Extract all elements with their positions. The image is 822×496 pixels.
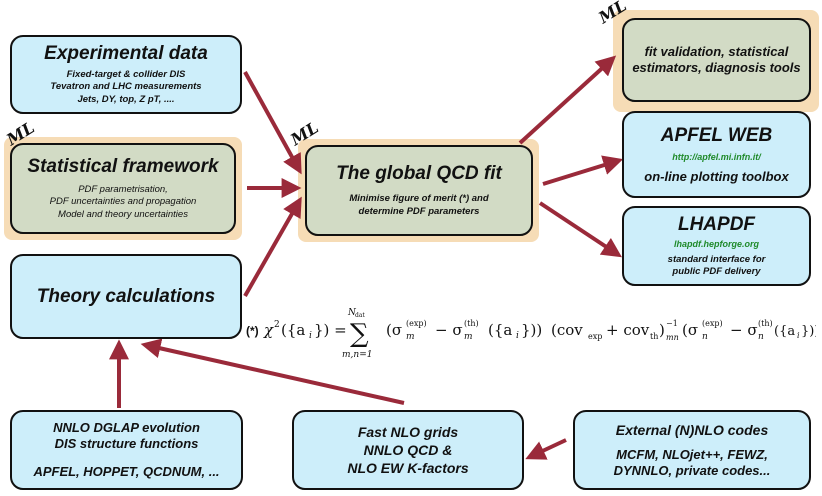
global-fit-line: determine PDF parameters <box>358 205 480 217</box>
formula-n2: n <box>758 332 764 342</box>
statistical-framework-box: Statistical framework PDF parametrisatio… <box>10 143 236 234</box>
lhapdf-title: LHAPDF <box>677 213 756 235</box>
theory-calculations-box: Theory calculations <box>10 254 242 339</box>
formula-m2: m <box>464 332 473 342</box>
arrow-exp-to-fit <box>243 71 302 175</box>
formula-star: (*) <box>246 324 259 338</box>
formula-chi: χ <box>263 321 274 339</box>
statistical-line: PDF uncertainties and propagation <box>49 196 197 208</box>
external-line: MCFM, NLOjet++, FEWZ, <box>616 447 768 462</box>
statistical-line: PDF parametrisation, <box>78 183 168 195</box>
formula-minus: − σ <box>435 321 463 339</box>
dglap-codes: APFEL, HOPPET, QCDNUM, ... <box>33 464 220 479</box>
global-fit-line: Minimise figure of merit (*) and <box>349 193 489 204</box>
formula-covexp: exp <box>588 332 602 341</box>
formula-args: ({a <box>488 321 512 339</box>
lhapdf-line: standard interface for <box>667 253 766 265</box>
arrow-external-to-fastnlo <box>525 438 567 460</box>
experimental-data-box: Experimental data Fixed-target & collide… <box>10 35 242 114</box>
experimental-line: Fixed-target & collider DIS <box>66 68 186 80</box>
formula-sq: 2 <box>274 320 280 330</box>
formula-close1: })) <box>521 321 542 339</box>
formula-close2: })) <box>801 324 816 339</box>
arrow-fit-to-validation <box>518 55 617 145</box>
formula-covth: th <box>650 332 658 341</box>
formula-i2: i <box>516 331 519 341</box>
formula-minus2: − σ <box>730 321 758 339</box>
fastnlo-line: NLO EW K-factors <box>347 460 469 476</box>
arrow-fit-to-lhapdf <box>538 201 623 258</box>
apfel-desc: on-line plotting toolbox <box>644 168 789 184</box>
formula-n: n <box>702 332 708 342</box>
validation-line: fit validation, statistical <box>644 44 789 59</box>
formula-lower: m,n=1 <box>342 350 372 359</box>
arrow-fit-to-apfel <box>542 155 624 186</box>
theory-title: Theory calculations <box>36 285 216 307</box>
formula-covclose: ) <box>659 321 665 339</box>
dglap-line: DIS structure functions <box>54 436 199 451</box>
formula-plus: + cov <box>606 321 650 339</box>
lhapdf-line: public PDF delivery <box>672 266 761 277</box>
formula-exp2: (exp) <box>702 319 723 328</box>
fastnlo-line: Fast NLO grids <box>357 424 459 440</box>
formula-sum: ∑ <box>350 319 369 349</box>
apfel-url: http://apfel.mi.infn.it/ <box>672 151 761 162</box>
formula-argclose: }) = <box>314 321 347 339</box>
formula-inv: −1 <box>666 319 678 328</box>
fit-validation-box: fit validation, statistical estimators, … <box>622 18 811 102</box>
fastnlo-line: NNLO QCD & <box>363 442 453 458</box>
formula-upper: N <box>347 308 357 318</box>
formula-th: (th) <box>464 319 479 328</box>
formula-t2: (σ <box>682 321 698 339</box>
arrow-fastnlo-to-theory <box>140 338 405 405</box>
validation-line: estimators, diagnosis tools <box>632 60 801 75</box>
experimental-line: Tevatron and LHC measurements <box>50 81 202 93</box>
formula-t1: (σ <box>386 321 402 339</box>
dglap-line: NNLO DGLAP evolution <box>53 420 200 435</box>
chi2-formula: (*) χ 2 ({a i }) = N dat ∑ m,n=1 (σ m (e… <box>246 308 816 359</box>
statistical-title: Statistical framework <box>27 155 219 177</box>
global-qcd-fit-box: The global QCD fit Minimise figure of me… <box>305 145 533 236</box>
apfel-web-box: APFEL WEB http://apfel.mi.infn.it/ on-li… <box>622 111 811 198</box>
dglap-box: NNLO DGLAP evolution DIS structure funct… <box>10 410 243 490</box>
external-line: DYNNLO, private codes... <box>613 463 771 478</box>
experimental-line: Jets, DY, top, Z pT, .... <box>77 93 175 105</box>
external-title: External (N)NLO codes <box>615 422 769 438</box>
formula-m: m <box>406 332 415 342</box>
external-codes-box: External (N)NLO codes MCFM, NLOjet++, FE… <box>573 410 811 490</box>
arrow-theory-to-fit <box>243 196 302 297</box>
apfel-title: APFEL WEB <box>660 124 773 146</box>
experimental-title: Experimental data <box>44 42 208 64</box>
formula-arg: ({a <box>281 321 305 339</box>
formula-i3: i <box>797 331 800 340</box>
statistical-line: Model and theory uncertainties <box>58 208 188 220</box>
formula-th2: (th) <box>758 319 773 328</box>
formula-upper-sub: dat <box>355 312 365 319</box>
lhapdf-url: lhapdf.hepforge.org <box>674 238 759 249</box>
global-fit-title: The global QCD fit <box>336 163 502 184</box>
formula-exp: (exp) <box>406 319 427 328</box>
formula-cov: (cov <box>551 321 583 339</box>
formula-i: i <box>309 331 312 341</box>
formula-mn: mn <box>666 333 679 342</box>
lhapdf-box: LHAPDF lhapdf.hepforge.org standard inte… <box>622 206 811 286</box>
formula-args2: ({a <box>774 324 795 339</box>
fast-nlo-grids-box: Fast NLO grids NNLO QCD & NLO EW K-facto… <box>292 410 524 490</box>
